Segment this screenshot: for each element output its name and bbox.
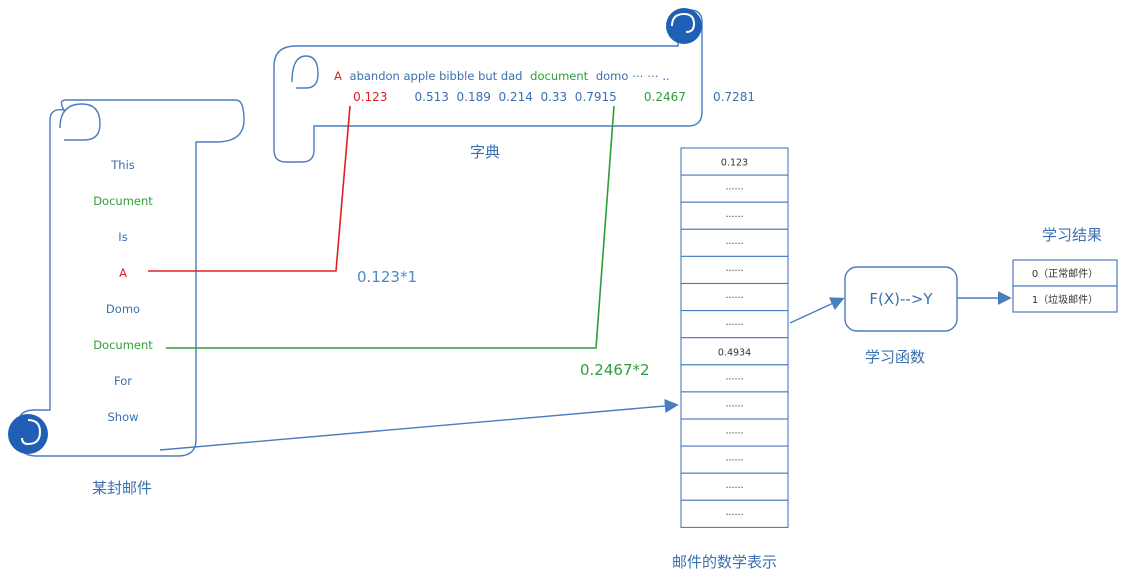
vector-cell: [680, 499, 789, 528]
vector-cell: [680, 255, 789, 285]
vector-cell-value: 0.123: [721, 158, 748, 169]
dict-value-end: 0.7281: [713, 90, 755, 104]
vector-cell-value: ······: [725, 483, 743, 494]
dict-word-document: document: [530, 69, 589, 83]
vector-cell: [680, 174, 789, 203]
calc-label-a: 0.123*1: [357, 268, 417, 286]
email-word: Is: [118, 230, 127, 244]
vector-cell-value: ······: [725, 456, 743, 467]
vector-cell-value: ······: [725, 374, 743, 385]
vector-caption: 邮件的数学表示: [672, 553, 777, 571]
dict-values-mid: 0.513 0.189 0.214 0.33 0.7915: [415, 90, 617, 104]
dictionary-scroll-body: [273, 9, 703, 163]
dict-value-document: 0.2467: [644, 90, 686, 104]
email-scroll: [8, 99, 245, 457]
vector-cell-value: ······: [725, 293, 743, 304]
email-word: Show: [107, 410, 138, 424]
arrow-email-to-vector: [159, 398, 679, 451]
vector-cell-value: ······: [725, 510, 743, 521]
dict-words-end: domo ⋯ ⋯ ..: [596, 69, 670, 83]
dictionary-scroll: [273, 8, 703, 163]
vector-cell-value: ······: [725, 185, 743, 196]
email-caption: 某封邮件: [92, 479, 152, 497]
results-title: 学习结果: [1042, 226, 1102, 244]
results-item-1-box: [1012, 285, 1118, 313]
email-word: For: [114, 374, 132, 388]
function-label: F(X)-->Y: [869, 290, 933, 308]
email-scroll-body: [17, 99, 245, 457]
vector-cell-value: ······: [725, 266, 743, 277]
vector-cell-value: ······: [725, 212, 743, 223]
vector-cell-value: ······: [725, 320, 743, 331]
dict-value-a: 0.123: [353, 90, 387, 104]
vector-column: 0.123 ······ ······ ······ ······ ······ ·····…: [680, 147, 789, 528]
function-caption: 学习函数: [865, 348, 925, 366]
dict-words-mid: abandon apple bibble but dad: [350, 69, 523, 83]
vector-cell: [680, 337, 789, 366]
vector-cell-value: ······: [725, 401, 743, 412]
function-box: [844, 266, 958, 332]
dictionary-values-row: 0.123 0.513 0.189 0.214 0.33 0.7915 0.24…: [334, 90, 766, 104]
connector-document: [166, 105, 615, 349]
dictionary-words-row: A abandon apple bibble but dad document …: [334, 69, 670, 83]
vector-cell-value: 0.4934: [718, 347, 751, 358]
vector-cell: [680, 310, 789, 339]
arrow-vector-to-function: [789, 297, 845, 324]
email-word: Domo: [106, 302, 140, 316]
vector-cell: [680, 391, 789, 420]
email-word: Document: [93, 194, 153, 208]
dictionary-scroll-left-curl: [291, 55, 319, 89]
calc-label-document: 0.2467*2: [580, 361, 650, 379]
results-item-0-box: [1012, 259, 1118, 287]
dict-word-a: A: [334, 69, 342, 83]
email-word: Document: [93, 338, 153, 352]
email-word: This: [110, 158, 135, 172]
results-item-0: 0（正常邮件）: [1032, 267, 1098, 280]
connector-a: [148, 105, 351, 272]
email-scroll-top-curl: [59, 103, 101, 141]
results-item-1: 1（垃圾邮件）: [1032, 293, 1098, 306]
vector-cell-value: ······: [725, 429, 743, 440]
dictionary-caption: 字典: [470, 143, 500, 161]
vector-cell-value: ······: [725, 239, 743, 250]
email-word: A: [119, 266, 127, 280]
